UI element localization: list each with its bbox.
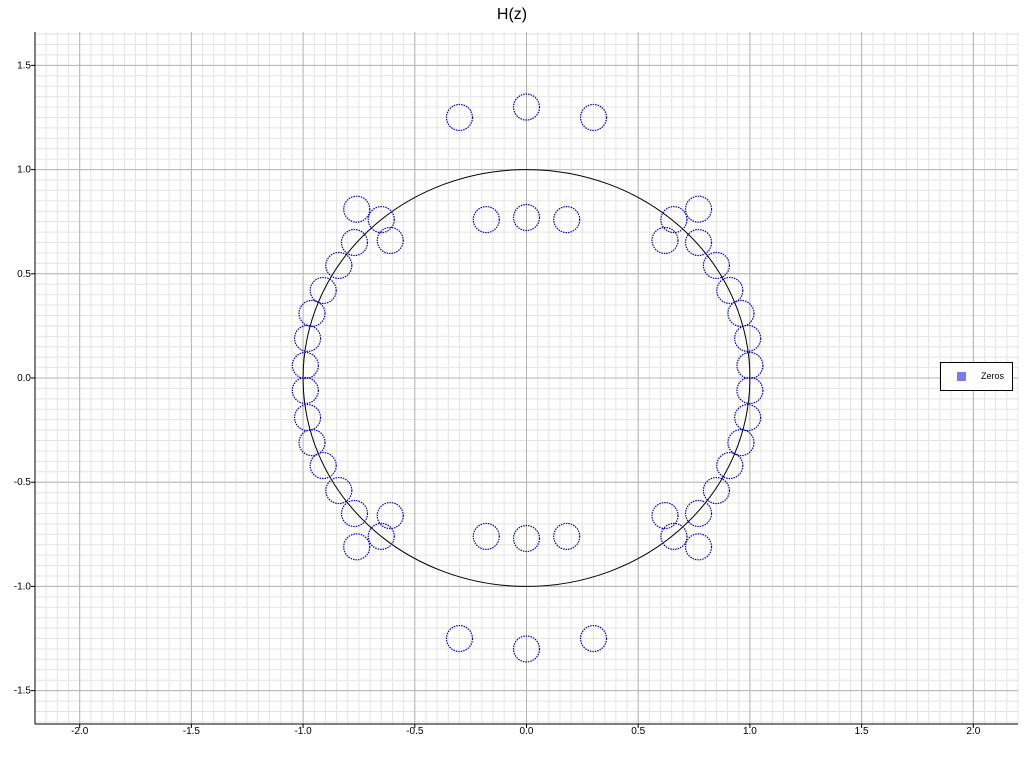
zero-marker: [325, 476, 353, 505]
y-tick-label: -1.0: [14, 581, 32, 592]
zero-marker: [291, 376, 319, 405]
zero-marker: [579, 103, 608, 132]
zero-marker: [727, 299, 755, 327]
zero-marker: [684, 499, 713, 528]
zero-marker: [702, 251, 730, 280]
y-tick-label: -1.5: [14, 686, 32, 697]
zero-marker: [736, 351, 764, 380]
zero-marker: [445, 624, 474, 653]
zero-marker: [553, 205, 581, 234]
y-tick-label: -0.5: [14, 477, 32, 488]
zero-marker: [651, 226, 679, 255]
zero-marker: [472, 205, 500, 234]
zero-marker: [472, 522, 500, 551]
zero-marker: [660, 522, 688, 551]
zeros-series: [291, 93, 764, 663]
legend-label-zeros: Zeros: [981, 371, 1005, 381]
x-tick-label: -1.5: [183, 726, 201, 737]
zero-marker: [293, 324, 322, 352]
x-tick-label: 1.0: [743, 726, 757, 737]
zero-marker: [340, 228, 369, 257]
legend-swatch-zeros: [957, 372, 966, 381]
zero-marker: [512, 524, 541, 553]
axes: [31, 32, 1018, 728]
zero-marker: [553, 522, 581, 551]
zero-marker: [684, 195, 713, 223]
zero-marker: [343, 195, 371, 223]
x-tick-label: -0.5: [406, 726, 424, 737]
legend: Zeros: [940, 362, 1013, 391]
chart-title: H(z): [496, 6, 528, 23]
y-tick-label: 1.5: [17, 60, 31, 71]
zero-marker: [702, 476, 730, 505]
y-tick-label: 1.0: [17, 165, 31, 176]
zero-marker: [716, 276, 744, 305]
y-tick-label: 0.0: [17, 373, 31, 384]
zero-marker: [660, 205, 688, 234]
zero-marker: [445, 103, 474, 132]
zero-marker: [309, 276, 337, 305]
zero-marker: [651, 501, 679, 530]
zero-marker: [376, 501, 404, 530]
zero-marker: [291, 351, 319, 380]
zero-marker: [340, 499, 369, 528]
zero-marker: [727, 429, 755, 457]
zero-marker: [367, 522, 395, 551]
tick-labels: -2.0 -1.5 -1.0 -0.5 0.0 0.5 1.0 1.5 2.0 1.5 1.0 0.5…: [14, 60, 981, 737]
x-tick-label: -2.0: [71, 726, 89, 737]
zero-marker: [343, 533, 371, 561]
y-tick-label: 0.5: [17, 269, 31, 280]
x-tick-label: 2.0: [966, 726, 980, 737]
zero-marker: [512, 635, 541, 663]
zero-marker: [512, 93, 541, 121]
zero-marker: [734, 324, 762, 352]
zero-marker: [684, 228, 713, 257]
zero-marker: [376, 226, 404, 255]
zero-marker: [325, 251, 353, 280]
zero-marker: [716, 451, 744, 480]
major-grid: [35, 32, 1018, 724]
zero-marker: [512, 203, 541, 232]
zero-marker: [367, 205, 395, 234]
zero-marker: [736, 376, 764, 405]
x-tick-label: 1.5: [855, 726, 869, 737]
zero-marker: [734, 404, 762, 432]
zero-marker: [298, 429, 326, 457]
zero-marker: [684, 533, 713, 561]
x-tick-label: 0.0: [520, 726, 534, 737]
zero-marker: [309, 451, 337, 480]
zero-marker: [579, 624, 608, 653]
x-tick-label: 0.5: [631, 726, 645, 737]
x-tick-label: -1.0: [294, 726, 312, 737]
